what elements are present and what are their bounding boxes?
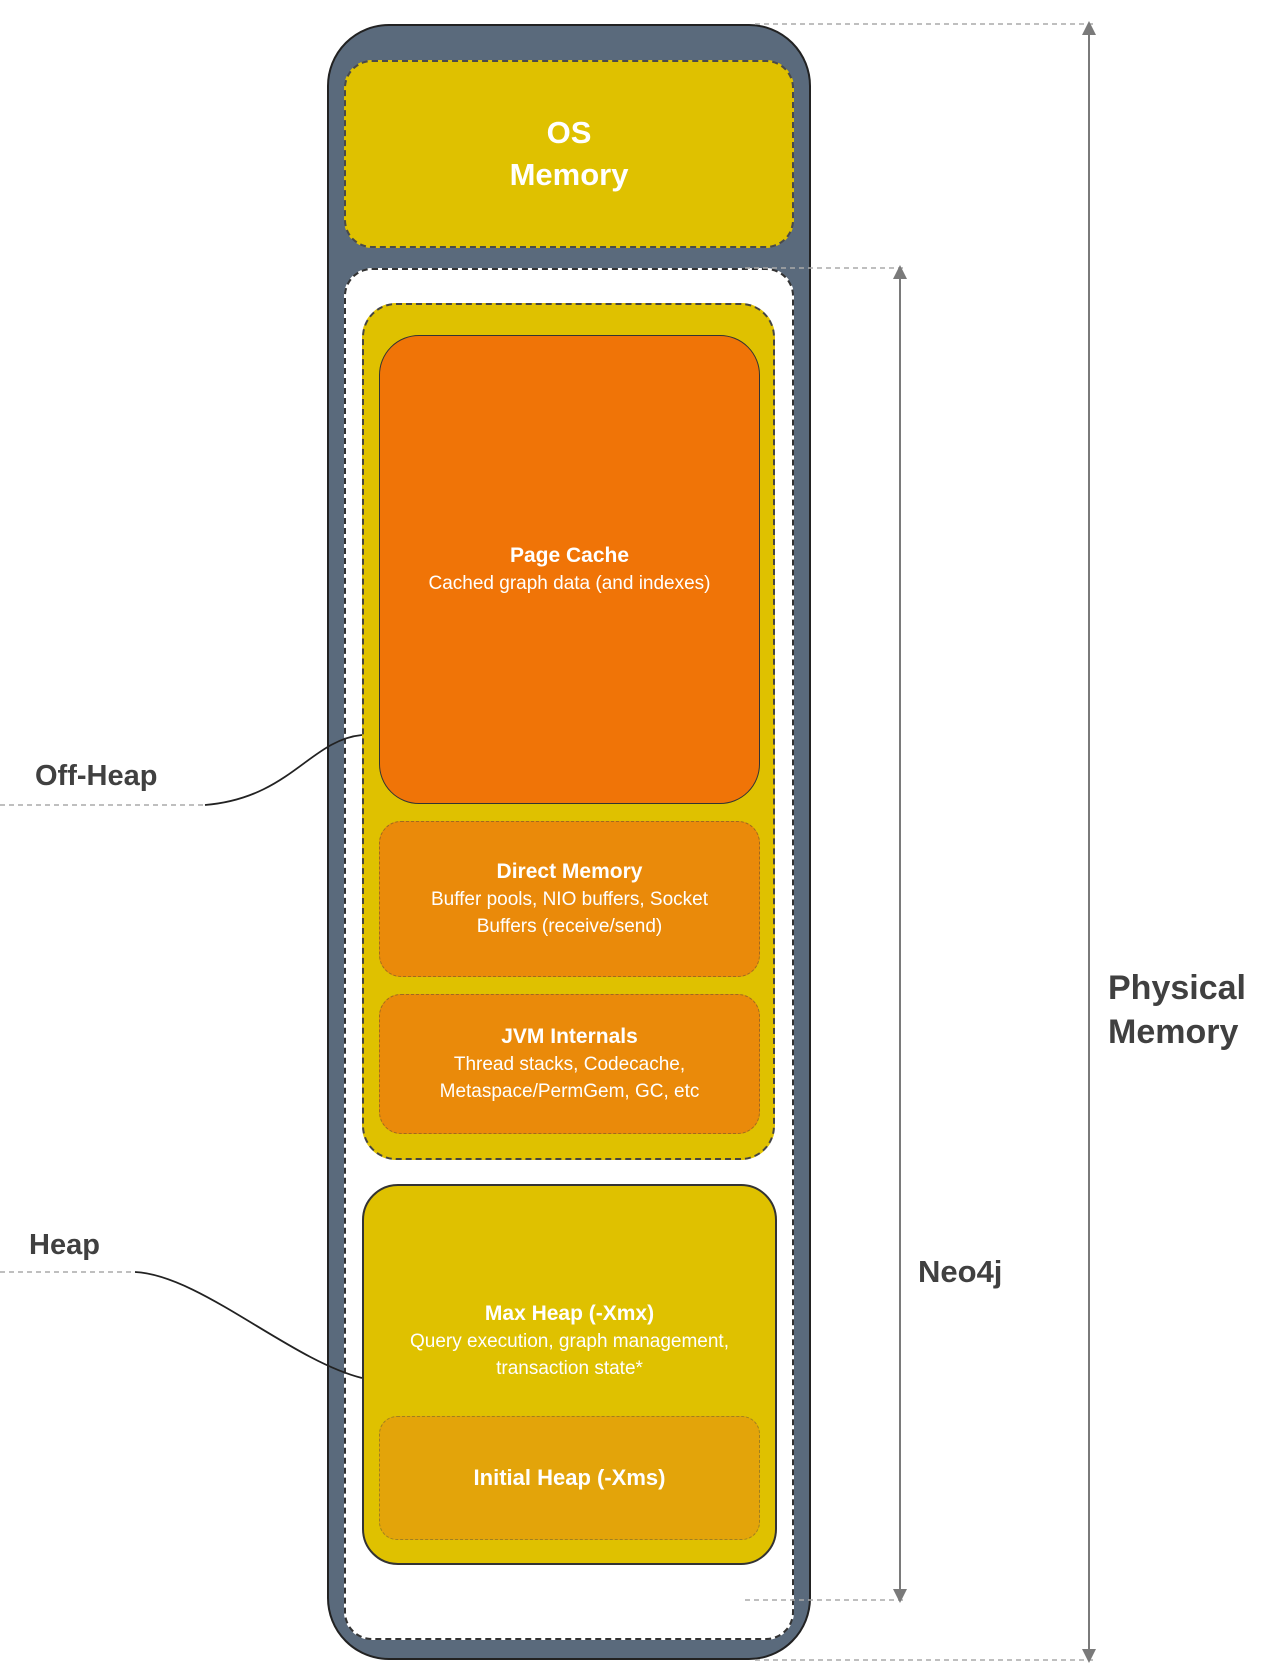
jvm-internals-desc-line2: Metaspace/PermGem, GC, etc [439, 1081, 700, 1102]
direct-memory-title: Direct Memory [496, 860, 643, 883]
os-memory-label-line1: OS [546, 115, 592, 150]
direct-memory-desc-line1: Buffer pools, NIO buffers, Socket [430, 889, 709, 910]
off-heap-connector [204, 734, 363, 806]
page-cache-title: Page Cache [509, 544, 630, 567]
direct-memory-desc-line2: Buffers (receive/send) [476, 916, 663, 937]
heap-connector [134, 1271, 363, 1379]
page-cache-description: Cached graph data (and indexes) [428, 573, 711, 594]
os-memory-label-line2: Memory [509, 157, 629, 192]
heap-label: Heap [29, 1229, 100, 1261]
physical-memory-label: Physical Memory [1108, 966, 1246, 1054]
os-memory-block: OS Memory [344, 60, 794, 248]
max-heap-title: Max Heap (-Xmx) [484, 1302, 655, 1325]
page-cache-block: Page Cache Cached graph data (and indexe… [379, 335, 760, 804]
jvm-internals-desc-line1: Thread stacks, Codecache, [453, 1054, 686, 1075]
physical-memory-label-line1: Physical [1108, 969, 1246, 1007]
max-heap-text: Max Heap (-Xmx) Query execution, graph m… [364, 1286, 775, 1396]
max-heap-desc-line2: transaction state* [496, 1358, 643, 1379]
direct-memory-block: Direct Memory Buffer pools, NIO buffers,… [379, 821, 760, 977]
jvm-internals-block: JVM Internals Thread stacks, Codecache, … [379, 994, 760, 1134]
physical-memory-label-line2: Memory [1108, 1013, 1239, 1051]
max-heap-desc-line1: Query execution, graph management, [410, 1331, 729, 1352]
initial-heap-title: Initial Heap (-Xms) [473, 1465, 666, 1490]
off-heap-label: Off-Heap [35, 760, 158, 792]
jvm-internals-title: JVM Internals [501, 1025, 638, 1048]
initial-heap-block: Initial Heap (-Xms) [379, 1416, 760, 1540]
neo4j-label: Neo4j [918, 1254, 1003, 1289]
